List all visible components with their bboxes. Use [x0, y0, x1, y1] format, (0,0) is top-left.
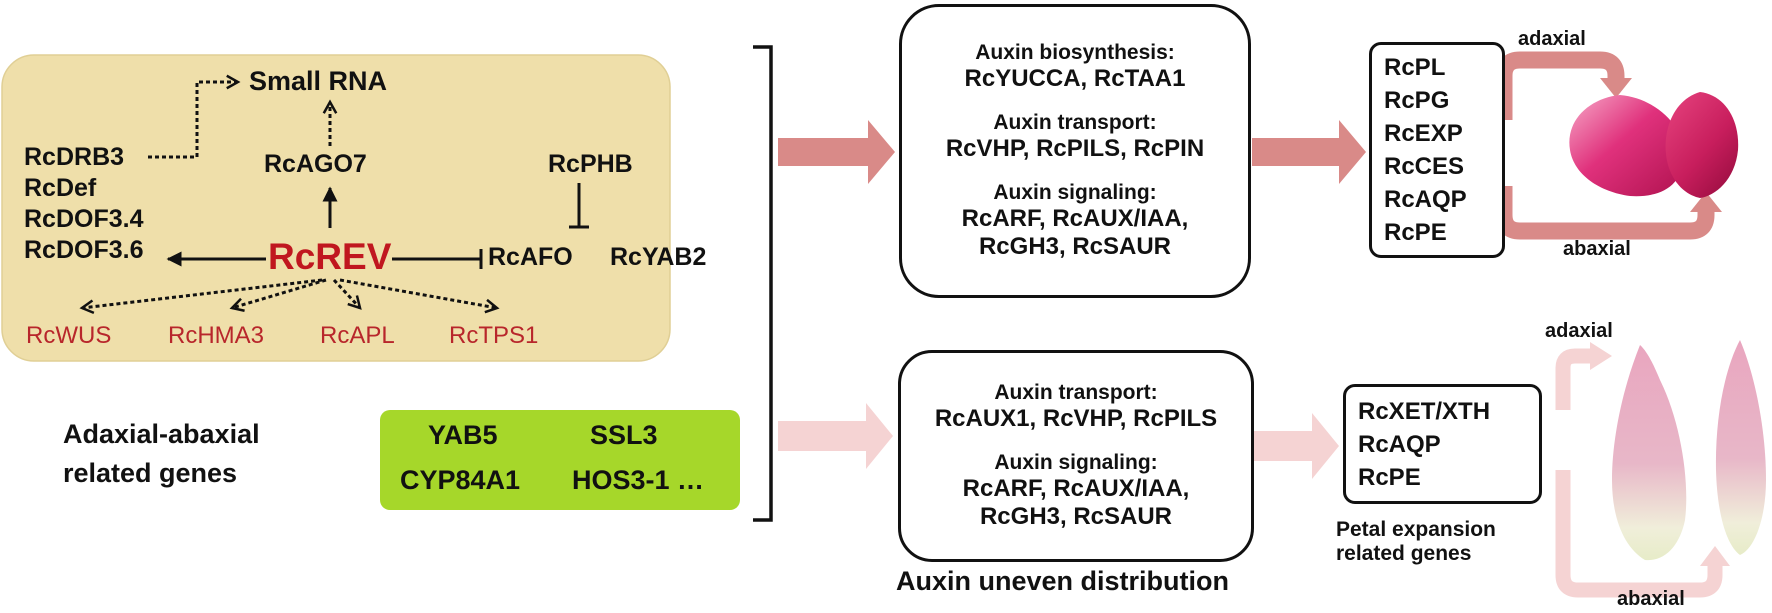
- transport-genes: RcVHP, RcPILS, RcPIN: [945, 135, 1205, 162]
- block-arrow-top-1: [778, 120, 895, 184]
- rc-rev-label: RcREV: [268, 236, 392, 277]
- signaling-title: Auxin signaling:: [993, 181, 1157, 204]
- block-arrow-bottom-1: [778, 403, 893, 469]
- left-gene-list: RcDRB3 RcDef RcDOF3.4 RcDOF3.6: [24, 142, 143, 266]
- petal-caption-line: related genes: [1336, 542, 1472, 565]
- block-arrow-top-2: [1252, 120, 1366, 184]
- rc-phb-label: RcPHB: [548, 150, 633, 178]
- expansion-gene: RcXET/XTH: [1358, 397, 1491, 425]
- green-gene: HOS3-1 …: [572, 465, 705, 495]
- green-gene: SSL3: [590, 420, 658, 450]
- downstream-gene: RcWUS: [26, 322, 112, 349]
- downstream-gene: RcTPS1: [449, 322, 539, 349]
- left-caption-line: related genes: [63, 458, 238, 488]
- signaling-genes: RcGH3, RcSAUR: [978, 233, 1172, 260]
- rc-afo-label: RcAFO: [488, 243, 573, 271]
- green-panel: [380, 410, 740, 510]
- auxin-caption: Auxin uneven distribution: [896, 566, 1230, 596]
- left-caption: Adaxial-abaxial related genes: [63, 415, 260, 493]
- bottom-auxin-box: Auxin transport: RcAUX1, RcVHP, RcPILS A…: [898, 350, 1254, 562]
- signaling-genes: RcARF, RcAUX/IAA,: [962, 475, 1190, 502]
- left-gene: RcDOF3.4: [24, 205, 144, 233]
- downstream-gene: RcAPL: [320, 322, 395, 349]
- top-expansion-box: RcPL RcPG RcEXP RcCES RcAQP RcPE: [1369, 42, 1505, 258]
- transport-genes: RcAUX1, RcVHP, RcPILS: [934, 405, 1218, 432]
- expansion-gene: RcAQP: [1384, 186, 1467, 213]
- signaling-genes: RcGH3, RcSAUR: [979, 503, 1173, 530]
- petal-caption: Petal expansion related genes: [1336, 518, 1496, 566]
- arrow-rev-tps1: [339, 278, 497, 308]
- expansion-gene: RcPG: [1384, 87, 1450, 114]
- petal-bottom-1: [1612, 345, 1687, 561]
- expansion-gene: RcEXP: [1384, 120, 1463, 147]
- expansion-gene: RcAQP: [1358, 430, 1441, 458]
- arrow-rev-hma3: [232, 278, 327, 308]
- top-auxin-box: Auxin biosynthesis: RcYUCCA, RcTAA1 Auxi…: [899, 4, 1251, 298]
- left-caption-line: Adaxial-abaxial: [63, 419, 260, 449]
- green-gene: CYP84A1: [400, 465, 521, 495]
- bottom-abaxial-label: abaxial: [1617, 588, 1685, 610]
- left-gene: RcDRB3: [24, 143, 125, 171]
- petal-bottom-2: [1715, 340, 1766, 555]
- expansion-gene: RcPE: [1384, 219, 1447, 246]
- biosynthesis-title: Auxin biosynthesis:: [975, 41, 1175, 64]
- curve-arrow-top-abaxial: [1495, 186, 1715, 240]
- bracket: [753, 45, 773, 522]
- left-gene: RcDef: [24, 174, 97, 202]
- petal-top-1: [1569, 95, 1685, 197]
- signaling-genes: RcARF, RcAUX/IAA,: [961, 205, 1189, 232]
- top-adaxial-label: adaxial: [1518, 28, 1586, 50]
- expansion-gene: RcPL: [1384, 54, 1446, 81]
- top-abaxial-label: abaxial: [1563, 238, 1631, 260]
- left-gene: RcDOF3.6: [24, 236, 144, 264]
- petal-top-2: [1665, 92, 1739, 198]
- bottom-expansion-box: RcXET/XTH RcAQP RcPE: [1343, 384, 1542, 504]
- petal-caption-line: Petal expansion: [1336, 518, 1496, 541]
- biosynthesis-genes: RcYUCCA, RcTAA1: [964, 65, 1186, 92]
- arrow-rev-apl: [332, 278, 360, 308]
- transport-title: Auxin transport:: [993, 111, 1157, 134]
- tan-panel: [1, 54, 671, 362]
- expansion-gene: RcCES: [1384, 153, 1465, 180]
- block-arrow-bottom-2: [1252, 413, 1339, 479]
- downstream-gene: RcHMA3: [168, 322, 265, 349]
- green-gene: YAB5: [428, 420, 498, 450]
- expansion-gene: RcPE: [1358, 463, 1421, 491]
- curve-arrow-bottom-adaxial: [1555, 348, 1590, 410]
- arrow-drb3-smallrna: [148, 82, 238, 159]
- bottom-adaxial-label: adaxial: [1545, 320, 1613, 342]
- arrow-rev-wus: [82, 278, 323, 308]
- rc-yab2-label: RcYAB2: [610, 243, 707, 271]
- signaling-title: Auxin signaling:: [994, 451, 1158, 474]
- rc-ago7-label: RcAGO7: [264, 150, 367, 178]
- small-rna-label: Small RNA: [249, 66, 388, 96]
- curve-arrow-bottom-abaxial: [1555, 470, 1723, 598]
- transport-title: Auxin transport:: [994, 381, 1158, 404]
